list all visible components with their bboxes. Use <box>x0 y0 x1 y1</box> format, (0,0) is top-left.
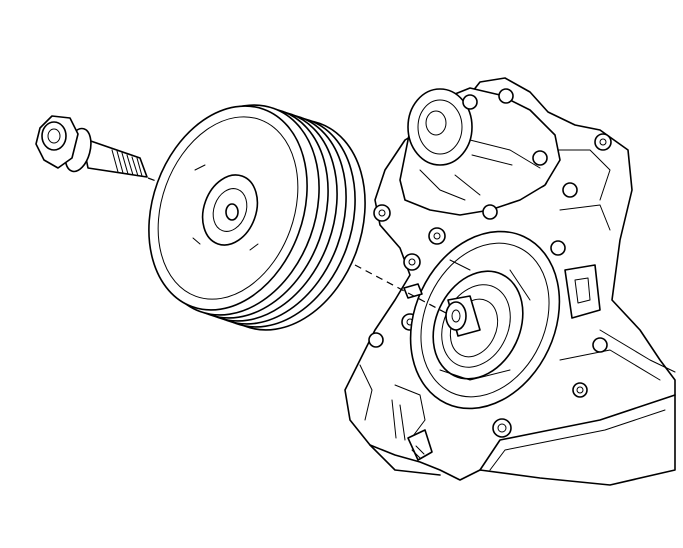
bolt <box>35 115 148 178</box>
front-seal-housing <box>403 230 561 410</box>
water-pump <box>399 87 561 220</box>
pulley-alignment-line <box>354 264 447 314</box>
crankshaft-balancer-pulley <box>148 104 366 331</box>
